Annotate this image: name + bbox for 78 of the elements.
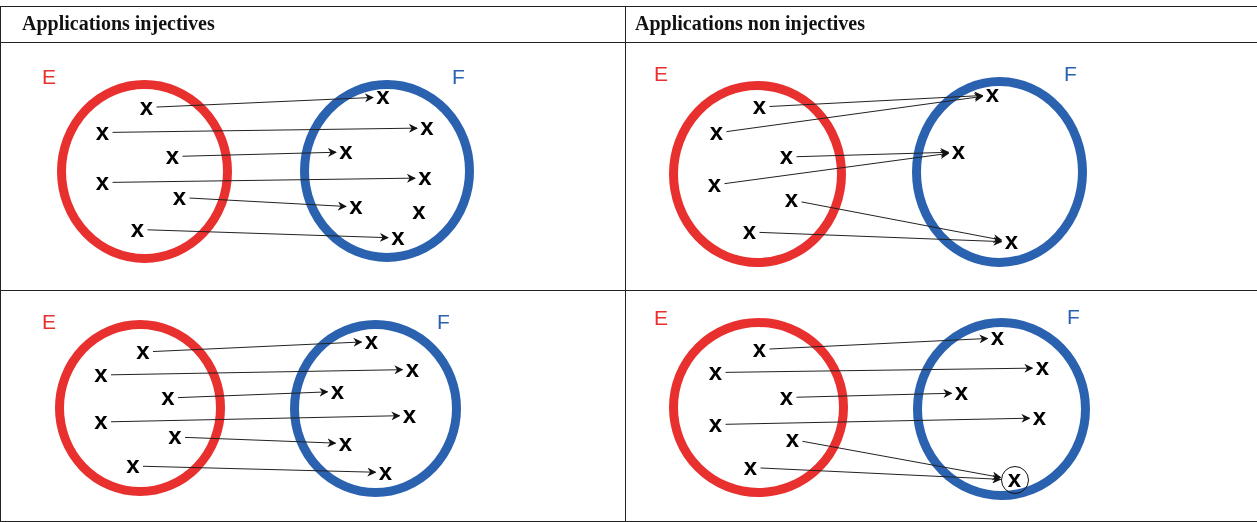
point-mark: x bbox=[375, 462, 396, 483]
point-mark: x bbox=[123, 456, 143, 476]
set-label: F bbox=[1067, 306, 1080, 327]
point-mark: x bbox=[92, 172, 113, 193]
point-mark: x bbox=[776, 147, 797, 167]
point-mark: x bbox=[162, 146, 183, 167]
point-mark: x bbox=[388, 228, 408, 248]
arrow bbox=[189, 197, 347, 211]
point-mark: x bbox=[740, 457, 761, 478]
point-mark: x bbox=[327, 381, 348, 402]
arrow bbox=[759, 231, 1003, 246]
point-mark: x bbox=[346, 197, 366, 217]
point-mark: x bbox=[951, 383, 972, 403]
point-mark: x bbox=[91, 412, 111, 432]
point-mark: x bbox=[1029, 408, 1050, 428]
arrow bbox=[177, 387, 329, 399]
arrow bbox=[112, 173, 416, 183]
point-mark: x bbox=[133, 342, 153, 362]
arrow bbox=[156, 93, 374, 108]
point-mark: x bbox=[165, 427, 185, 447]
arrow bbox=[769, 334, 989, 350]
arrow bbox=[760, 467, 1002, 484]
point-mark: x bbox=[92, 122, 113, 143]
point-mark: x bbox=[402, 359, 423, 380]
set-label: F bbox=[437, 311, 450, 332]
arrow bbox=[112, 123, 418, 133]
set-label: F bbox=[452, 66, 465, 87]
point-mark: x bbox=[749, 339, 770, 360]
arrow bbox=[110, 365, 404, 376]
set-label: F bbox=[1064, 63, 1077, 84]
point-mark: x bbox=[739, 222, 760, 242]
point-mark: x bbox=[705, 362, 726, 383]
arrow bbox=[147, 229, 389, 242]
point-mark: x bbox=[336, 142, 356, 162]
arrow bbox=[801, 201, 1003, 243]
arrow bbox=[796, 148, 950, 158]
point-mark: x bbox=[417, 118, 437, 138]
arrow bbox=[110, 411, 401, 423]
point-mark: x bbox=[136, 97, 157, 118]
point-mark: x bbox=[335, 433, 356, 454]
arrow bbox=[184, 436, 337, 448]
arrow bbox=[726, 93, 984, 133]
point-mark: x bbox=[361, 331, 382, 352]
arrow bbox=[725, 413, 1031, 425]
point-mark: x bbox=[373, 87, 393, 107]
point-mark: x bbox=[158, 388, 178, 408]
set-label: E bbox=[42, 66, 56, 87]
point-mark: x bbox=[948, 142, 969, 162]
point-mark: x bbox=[704, 175, 725, 195]
arrow bbox=[724, 150, 950, 185]
point-mark: x bbox=[705, 414, 726, 435]
arrow bbox=[182, 147, 337, 157]
point-mark: x bbox=[749, 97, 770, 117]
point-mark: x bbox=[982, 85, 1003, 105]
point-mark: x bbox=[169, 187, 190, 208]
arrow bbox=[802, 440, 1002, 481]
point-mark: x bbox=[706, 123, 727, 143]
point-mark: x bbox=[1001, 232, 1022, 252]
point-mark: x bbox=[776, 387, 797, 408]
point-mark: x bbox=[127, 219, 148, 240]
set-label: E bbox=[654, 307, 668, 328]
point-mark: x bbox=[415, 168, 435, 188]
column-heading: Applications injectives bbox=[22, 12, 215, 35]
point-mark: x bbox=[987, 328, 1008, 348]
arrow bbox=[796, 388, 953, 398]
point-mark: x bbox=[782, 429, 803, 450]
arrow bbox=[725, 363, 1034, 373]
arrow bbox=[142, 465, 377, 477]
set-label: E bbox=[42, 311, 56, 332]
point-mark: x bbox=[399, 405, 420, 426]
point-mark: x bbox=[91, 365, 111, 385]
column-heading: Applications non injectives bbox=[635, 12, 866, 35]
set-label: E bbox=[654, 63, 668, 84]
arrow bbox=[152, 337, 363, 353]
point-mark: x bbox=[409, 202, 429, 222]
point-mark: x bbox=[1032, 358, 1053, 378]
arrow bbox=[769, 91, 984, 107]
point-mark: x bbox=[781, 190, 802, 210]
